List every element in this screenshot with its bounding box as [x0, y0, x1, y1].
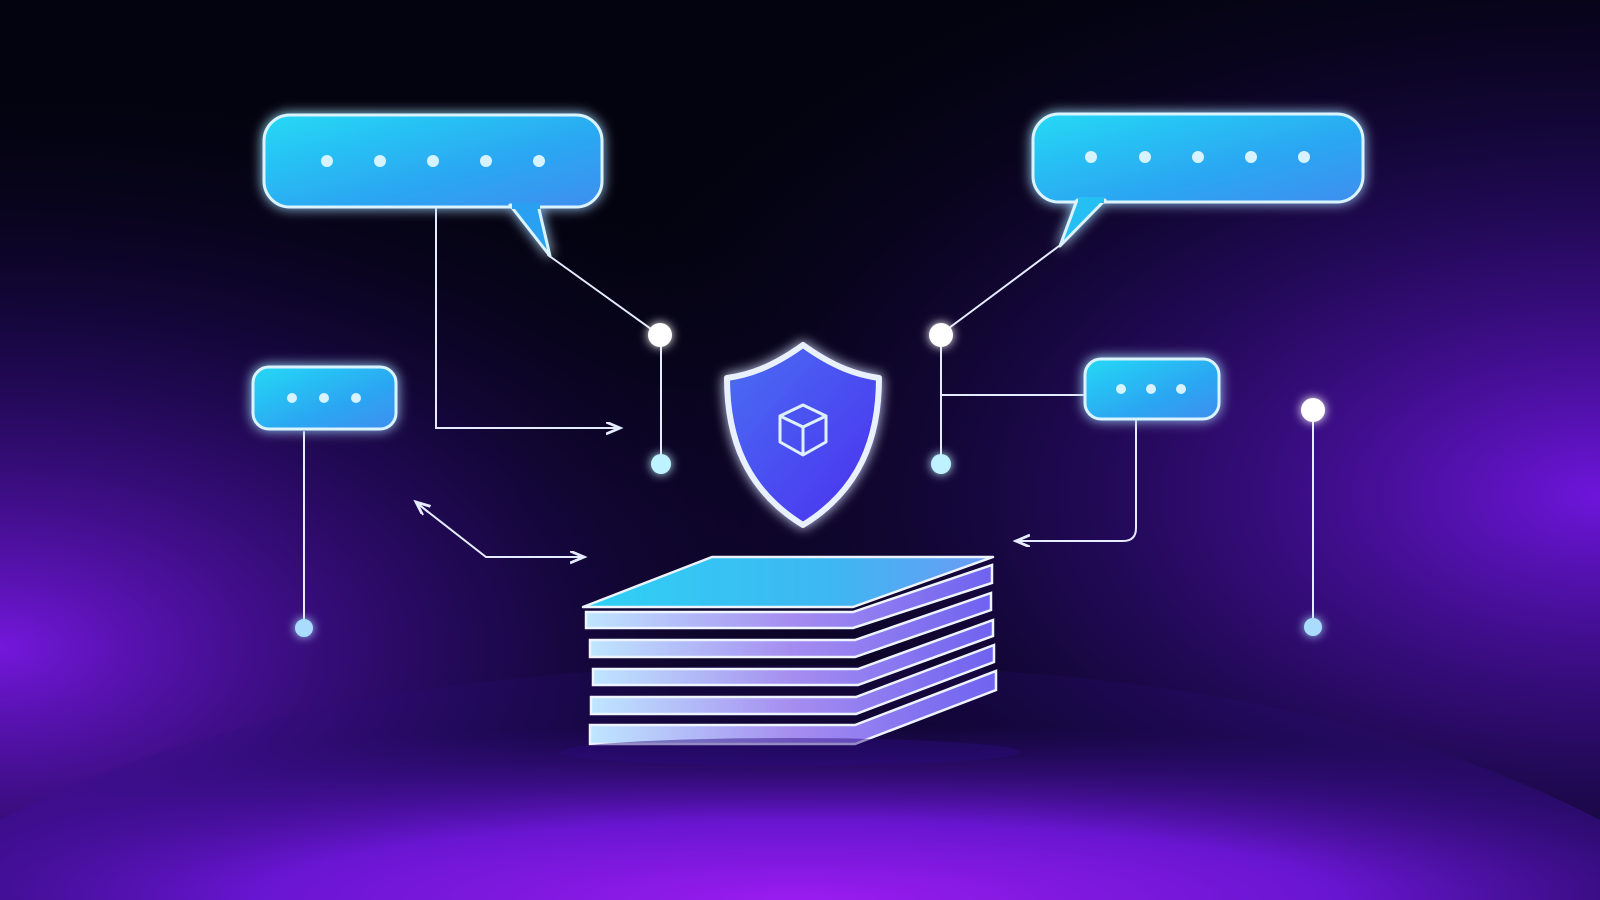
glowing-floor [0, 665, 1600, 900]
connector-line [547, 254, 659, 335]
bubble-dot [319, 393, 329, 403]
node-dot [651, 454, 671, 474]
node-dot [648, 323, 672, 347]
shield-with-box-icon [724, 342, 882, 528]
bubble-dot [480, 155, 492, 167]
node-dot [1301, 398, 1325, 422]
speech-bubble-mid-left [251, 365, 398, 431]
speech-bubble-top-right [1031, 112, 1365, 248]
bubble-dot [1298, 151, 1310, 163]
bubble-dot [1245, 151, 1257, 163]
bubble-dot [1116, 384, 1126, 394]
connectors [303, 204, 1314, 627]
bubble-dot [1146, 384, 1156, 394]
bubble-dot [351, 393, 361, 403]
connector-arrow-up-left [416, 502, 428, 512]
bubble-dot [427, 155, 439, 167]
stack-shadow [560, 738, 1020, 766]
bubble-dot [374, 155, 386, 167]
bubble-dot [1139, 151, 1151, 163]
bubble-dot [1176, 384, 1186, 394]
connector-arrow-right [417, 503, 584, 557]
node-dot [929, 323, 953, 347]
speech-bubble-mid-right [1083, 357, 1221, 421]
node-dot [295, 619, 313, 637]
node-dot [931, 454, 951, 474]
bubble-dot [321, 155, 333, 167]
layered-stack-icon [560, 555, 1020, 766]
node-dot [1304, 618, 1322, 636]
bubble-dot [1085, 151, 1097, 163]
speech-bubble-top-left [262, 113, 604, 258]
bubble-dot [1192, 151, 1204, 163]
stack-top [581, 555, 995, 609]
box-icon [778, 403, 828, 457]
connector-arrow-left [1016, 419, 1137, 541]
stack-layer [588, 669, 998, 746]
bubble-dot [287, 393, 297, 403]
connector-arrow-right [435, 204, 620, 428]
stack-layer [584, 563, 994, 630]
connector-line [940, 245, 1060, 335]
stack-layer [589, 643, 996, 716]
stack-layer [591, 618, 995, 687]
stack-layer [588, 591, 993, 659]
bubble-dot [533, 155, 545, 167]
